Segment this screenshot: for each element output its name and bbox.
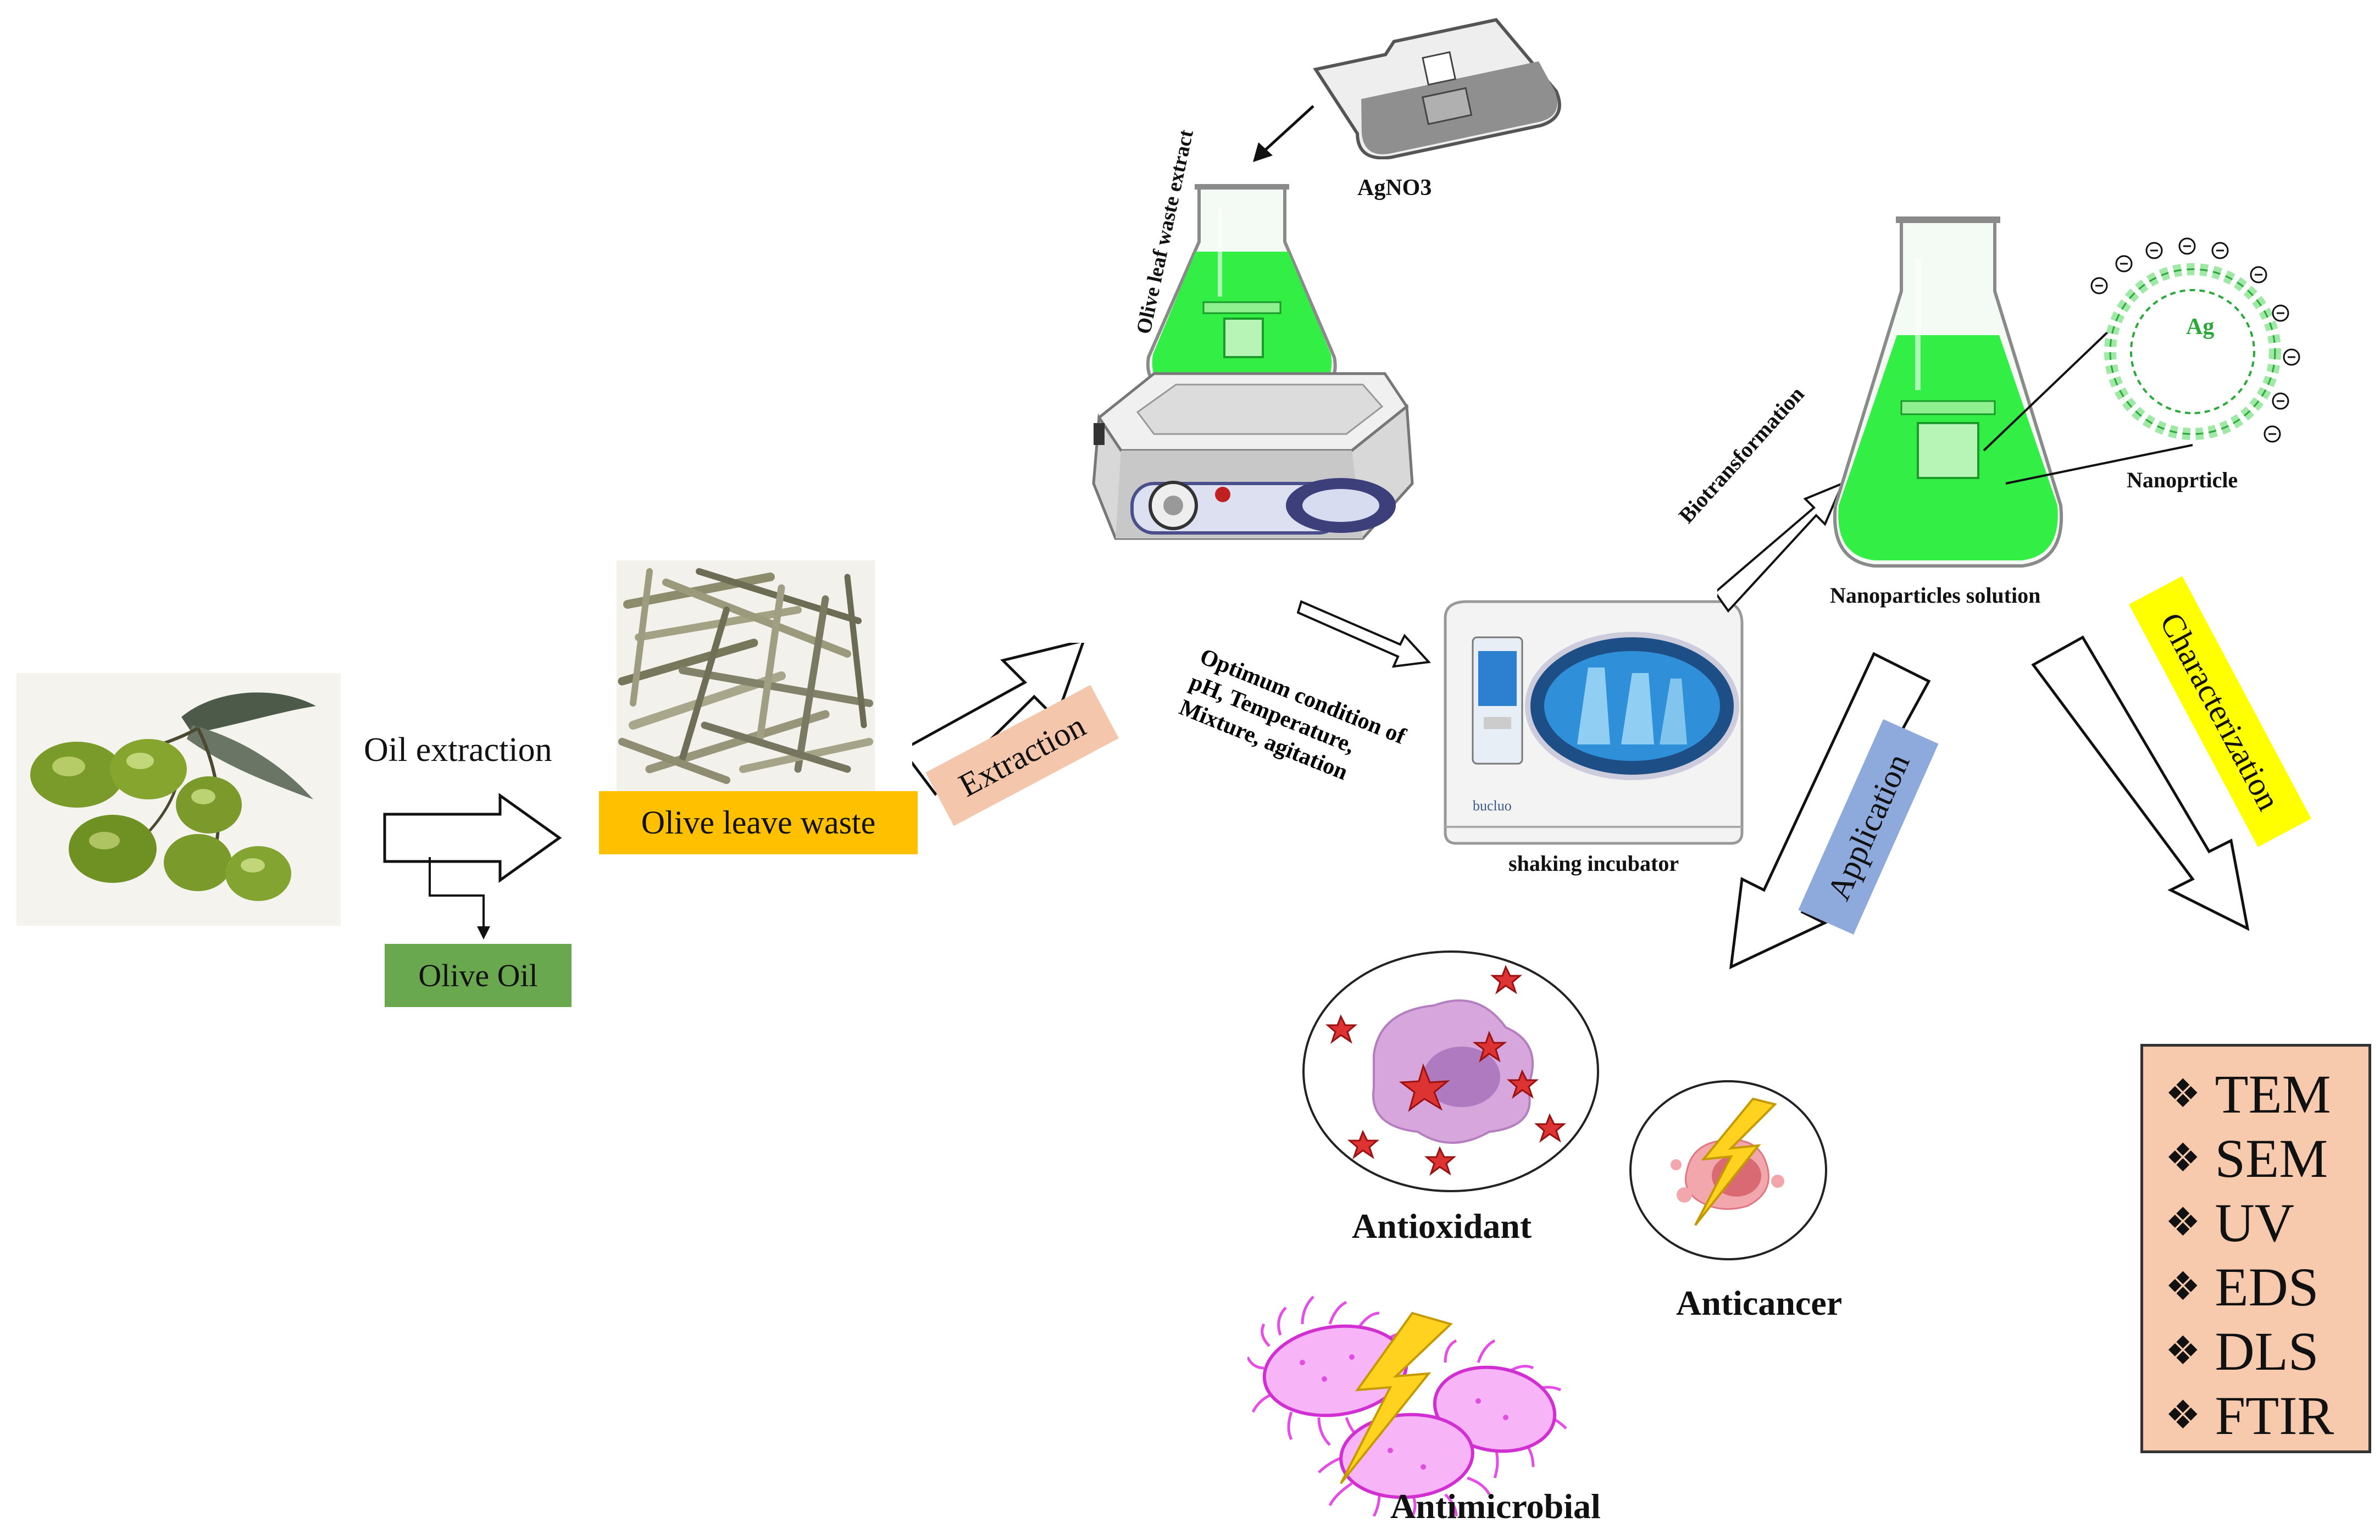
lightning-icon	[1694, 1097, 1777, 1226]
olive-oil-box: Olive Oil	[385, 944, 572, 1007]
technique-item: ❖DLS	[2165, 1321, 2319, 1382]
oil-extraction-label: Oil extraction	[364, 731, 552, 769]
antioxidant-label: Antioxidant	[1352, 1207, 1532, 1246]
hot-plate-stirrer-image	[1092, 184, 1414, 540]
olives-image	[16, 673, 341, 926]
diamond-bullet-icon: ❖	[2165, 1393, 2201, 1437]
ag-label: Ag	[2186, 314, 2214, 340]
technique-item: ❖UV	[2165, 1192, 2294, 1253]
svg-text:bucluo: bucluo	[1473, 798, 1512, 814]
arrow-right-icon	[383, 793, 562, 883]
silver-nanoparticle-diagram: Ag	[2090, 237, 2300, 443]
antimicrobial-image	[1247, 1296, 1567, 1516]
nanoparticle-label: Nanoprticle	[2127, 468, 2238, 492]
agno3-flask-image	[1313, 18, 1561, 159]
diamond-bullet-icon: ❖	[2165, 1329, 2201, 1373]
nanoparticle-callout-lines	[1983, 329, 2193, 485]
techniques-list: ❖TEM ❖SEM ❖UV ❖EDS ❖DLS ❖FTIR	[2140, 1044, 2371, 1453]
shaking-incubator-image: bucluo	[1444, 600, 1744, 845]
antimicrobial-label: Antimicrobial	[1390, 1487, 1601, 1526]
antioxidant-image	[1302, 950, 1599, 1192]
nanoparticles-solution-label: Nanoparticles solution	[1830, 583, 2041, 608]
minus-circle-icon	[2090, 237, 2300, 443]
diamond-bullet-icon: ❖	[2165, 1136, 2201, 1180]
technique-item: ❖FTIR	[2165, 1385, 2334, 1446]
dry-leaves-image	[617, 560, 875, 791]
characterization-arrow-icon	[2031, 635, 2250, 931]
technique-item: ❖SEM	[2165, 1128, 2328, 1189]
diamond-bullet-icon: ❖	[2165, 1072, 2201, 1116]
nanoparticles-flask-image	[1833, 216, 2063, 568]
to-incubator-arrow-icon	[1297, 600, 1432, 668]
lightning-icon	[1340, 1311, 1453, 1485]
agno3-label: AgNO3	[1357, 175, 1432, 201]
shaking-incubator-label: shaking incubator	[1508, 851, 1679, 876]
technique-item: ❖TEM	[2165, 1064, 2331, 1125]
anticancer-label: Anticancer	[1676, 1283, 1843, 1322]
anticancer-image	[1629, 1080, 1827, 1260]
branch-arrow-icon	[429, 857, 490, 939]
technique-item: ❖EDS	[2165, 1257, 2319, 1317]
agno3-arrow-icon	[1253, 105, 1314, 162]
diamond-bullet-icon: ❖	[2165, 1265, 2201, 1309]
diamond-bullet-icon: ❖	[2165, 1200, 2201, 1244]
olive-leave-waste-box: Olive leave waste	[599, 791, 918, 854]
